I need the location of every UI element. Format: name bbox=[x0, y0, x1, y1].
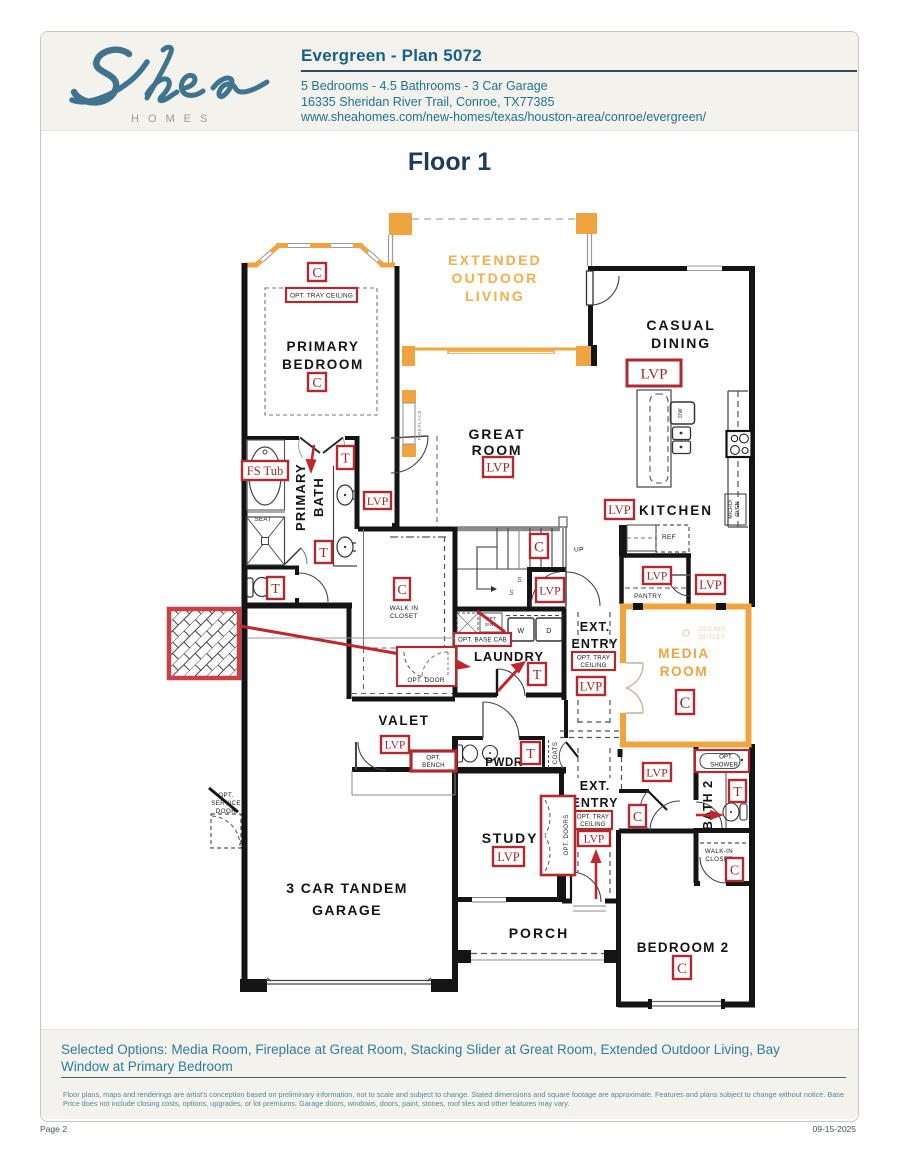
svg-text:OPT. BASE CAB: OPT. BASE CAB bbox=[458, 637, 507, 644]
svg-text:C: C bbox=[397, 583, 406, 598]
svg-text:DINING: DINING bbox=[651, 335, 711, 351]
svg-text:LVP: LVP bbox=[486, 460, 509, 475]
svg-text:T: T bbox=[319, 546, 328, 561]
svg-text:C: C bbox=[534, 539, 544, 555]
svg-text:EXTENDED: EXTENDED bbox=[448, 252, 542, 268]
svg-text:OPT.: OPT. bbox=[426, 755, 441, 762]
svg-text:COATS: COATS bbox=[553, 742, 559, 765]
svg-text:PRIMARY: PRIMARY bbox=[287, 339, 360, 354]
svg-text:OUTLET: OUTLET bbox=[699, 634, 726, 641]
svg-text:PRIMARY: PRIMARY bbox=[293, 463, 308, 531]
svg-text:EXT.: EXT. bbox=[580, 620, 610, 634]
svg-text:DW: DW bbox=[678, 408, 684, 418]
svg-text:W: W bbox=[517, 628, 524, 635]
svg-text:LVP: LVP bbox=[385, 740, 406, 752]
svg-text:T: T bbox=[533, 668, 542, 683]
svg-text:CASUAL: CASUAL bbox=[646, 317, 715, 333]
svg-text:PWDR: PWDR bbox=[485, 757, 523, 769]
svg-text:BEDROOM 2: BEDROOM 2 bbox=[637, 940, 730, 955]
svg-text:OPT.: OPT. bbox=[719, 754, 733, 761]
svg-text:BATH: BATH bbox=[311, 477, 326, 517]
svg-text:CEILING: CEILING bbox=[580, 662, 606, 669]
svg-text:MEDIA: MEDIA bbox=[658, 646, 710, 661]
svg-text:STUDY: STUDY bbox=[482, 830, 538, 846]
svg-text:CEILING: CEILING bbox=[698, 626, 726, 633]
svg-text:LVP: LVP bbox=[539, 583, 561, 597]
svg-text:ENTRY: ENTRY bbox=[572, 796, 619, 810]
svg-text:S: S bbox=[517, 577, 522, 584]
svg-text:LVP: LVP bbox=[367, 494, 389, 508]
svg-text:LVP: LVP bbox=[647, 571, 668, 583]
svg-text:SEAT: SEAT bbox=[254, 516, 271, 523]
svg-text:DOOR: DOOR bbox=[216, 808, 236, 815]
svg-text:GREAT: GREAT bbox=[469, 426, 526, 442]
svg-text:LVP: LVP bbox=[497, 850, 520, 864]
svg-text:LAUNDRY: LAUNDRY bbox=[474, 649, 544, 664]
svg-text:LVP: LVP bbox=[580, 680, 603, 694]
svg-text:C: C bbox=[680, 695, 691, 712]
svg-text:MICRO/: MICRO/ bbox=[728, 499, 734, 519]
svg-text:LVP: LVP bbox=[699, 578, 722, 592]
svg-text:OPT. TRAY: OPT. TRAY bbox=[577, 655, 610, 662]
svg-text:GARAGE: GARAGE bbox=[312, 902, 382, 918]
svg-text:LVP: LVP bbox=[584, 834, 605, 846]
svg-text:OPT: OPT bbox=[486, 616, 497, 621]
svg-text:EXT.: EXT. bbox=[580, 779, 610, 793]
svg-text:WALK IN: WALK IN bbox=[390, 605, 419, 612]
svg-text:LIVING: LIVING bbox=[465, 288, 525, 304]
svg-text:UP: UP bbox=[574, 547, 584, 554]
svg-text:ENTRY: ENTRY bbox=[572, 637, 619, 651]
svg-text:FS Tub: FS Tub bbox=[247, 464, 284, 478]
svg-text:ROOM: ROOM bbox=[660, 664, 708, 679]
svg-text:OPT. DOOR: OPT. DOOR bbox=[407, 677, 444, 684]
svg-text:CLOSET: CLOSET bbox=[390, 613, 418, 620]
svg-text:WALK-IN: WALK-IN bbox=[705, 848, 733, 855]
svg-text:FIREPLACE: FIREPLACE bbox=[417, 410, 423, 440]
svg-text:KITCHEN: KITCHEN bbox=[639, 503, 713, 518]
svg-text:LVP: LVP bbox=[608, 503, 631, 517]
svg-text:LVP: LVP bbox=[646, 765, 668, 779]
svg-text:S: S bbox=[509, 590, 514, 597]
svg-text:OPT. TRAY: OPT. TRAY bbox=[577, 815, 609, 821]
svg-text:CLOSET: CLOSET bbox=[705, 856, 732, 863]
svg-text:PORCH: PORCH bbox=[509, 925, 570, 941]
svg-text:BEDROOM: BEDROOM bbox=[282, 357, 364, 372]
svg-text:SHOWER: SHOWER bbox=[710, 762, 738, 769]
svg-text:REF: REF bbox=[662, 534, 676, 541]
svg-text:T: T bbox=[271, 582, 280, 597]
svg-text:3 CAR TANDEM: 3 CAR TANDEM bbox=[286, 880, 408, 896]
svg-text:LVP: LVP bbox=[641, 366, 668, 382]
svg-text:C: C bbox=[677, 961, 687, 977]
svg-text:C: C bbox=[633, 810, 642, 825]
svg-text:ROOM: ROOM bbox=[472, 442, 523, 458]
svg-text:T: T bbox=[526, 747, 535, 762]
svg-text:CEILING: CEILING bbox=[580, 822, 606, 828]
svg-text:OPT.: OPT. bbox=[218, 792, 233, 799]
svg-text:PANTRY: PANTRY bbox=[634, 593, 662, 600]
svg-text:OPT. TRAY CEILING: OPT. TRAY CEILING bbox=[290, 292, 353, 299]
svg-text:VALET: VALET bbox=[378, 713, 429, 728]
svg-text:T: T bbox=[341, 452, 350, 467]
svg-text:D: D bbox=[546, 628, 551, 635]
svg-text:OPT. DOORS: OPT. DOORS bbox=[564, 814, 570, 855]
svg-text:BENCH: BENCH bbox=[422, 762, 445, 769]
svg-text:C: C bbox=[730, 864, 739, 879]
svg-text:OVEN: OVEN bbox=[735, 501, 741, 516]
svg-text:C: C bbox=[312, 376, 321, 391]
svg-text:T: T bbox=[733, 785, 742, 800]
svg-text:SINK: SINK bbox=[485, 622, 498, 627]
svg-text:OUTDOOR: OUTDOOR bbox=[452, 270, 539, 286]
svg-text:C: C bbox=[312, 266, 321, 281]
svg-text:HOMES: HOMES bbox=[131, 113, 216, 125]
